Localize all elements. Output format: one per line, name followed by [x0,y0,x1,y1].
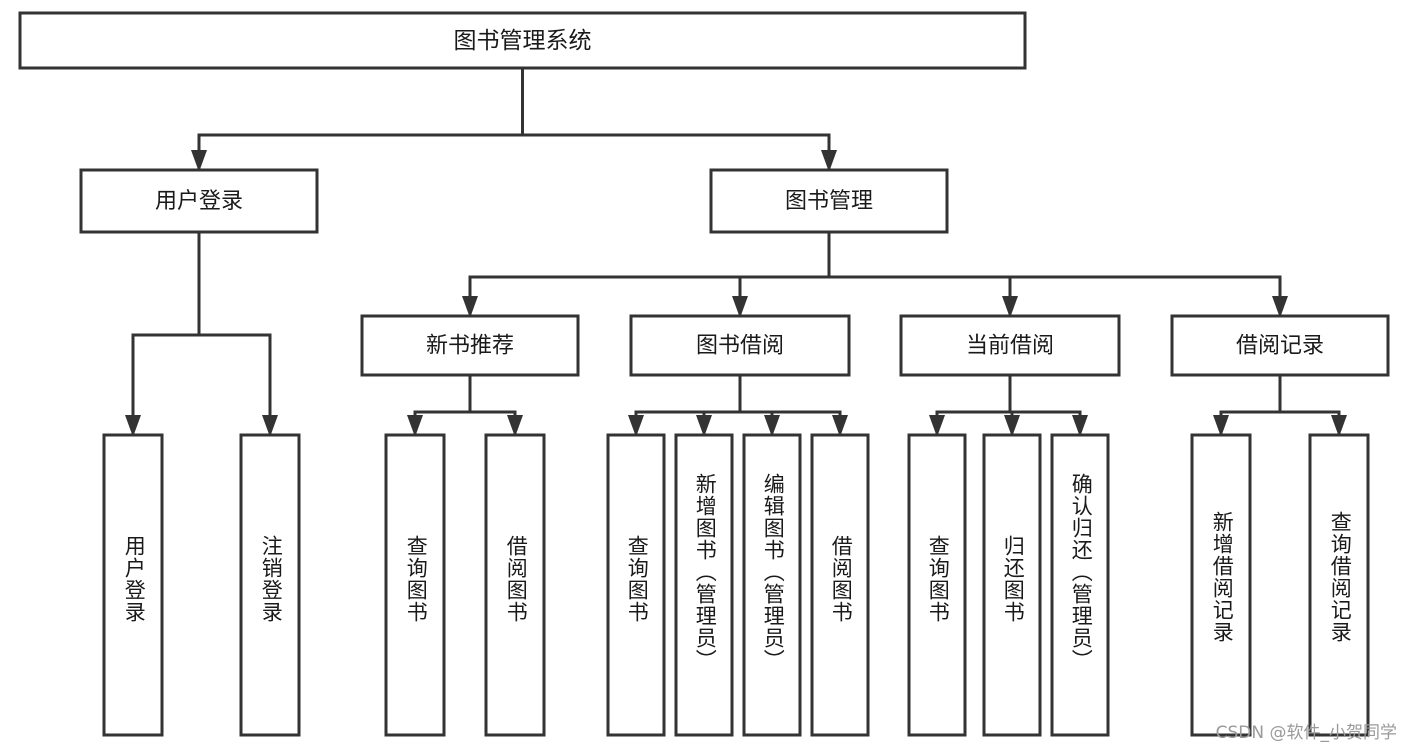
arrow-head-icon-leaf-user-logout [262,415,278,437]
node-boxes-layer [18,11,1390,737]
arrow-head-icon-leaf-query-record [1331,415,1347,437]
node-box-leaf-user-logout[interactable] [239,433,301,737]
node-label-user-login: 用户登录 [155,189,243,214]
node-box-leaf-query-book-2[interactable] [606,433,666,737]
arrow-head-icon-leaf-add-book [696,415,712,437]
watermark-text: CSDN @软件_小贺同学 [1215,723,1397,743]
node-box-leaf-query-book-3[interactable] [907,433,967,737]
node-label-current-borrow: 当前借阅 [966,334,1054,359]
arrow-head-icon-current-borrow [1002,296,1018,318]
node-box-leaf-borrow-book-2[interactable] [810,433,870,737]
node-label-new-book-rec: 新书推荐 [426,334,514,359]
arrow-head-icon-leaf-return-book [1004,415,1020,437]
arrow-head-icon-book-manage [821,150,837,172]
node-box-leaf-edit-book[interactable] [742,433,802,737]
node-box-leaf-user-login[interactable] [102,433,164,737]
node-box-leaf-query-record[interactable] [1308,433,1370,737]
arrow-head-icon-book-borrow [732,296,748,318]
node-box-new-book-rec[interactable] [360,314,580,377]
node-box-borrow-record[interactable] [1170,314,1390,377]
node-box-book-manage[interactable] [709,168,949,234]
arrow-head-icon-new-book-rec [462,296,478,318]
node-box-current-borrow[interactable] [899,314,1121,377]
arrow-head-icon-user-login [191,150,207,172]
arrow-head-icon-leaf-query-book-1 [407,415,423,437]
arrow-head-icon-leaf-add-record [1213,415,1229,437]
arrow-head-icon-leaf-edit-book [764,415,780,437]
node-label-root: 图书管理系统 [454,28,592,54]
node-box-leaf-return-book[interactable] [982,433,1042,737]
node-box-leaf-confirm-return[interactable] [1050,433,1110,737]
arrow-head-icon-leaf-query-book-2 [628,415,644,437]
node-box-leaf-borrow-book-1[interactable] [484,433,546,737]
arrow-head-icon-leaf-user-login [125,415,141,437]
arrow-head-icon-leaf-query-book-3 [929,415,945,437]
node-box-leaf-add-book[interactable] [674,433,734,737]
arrow-head-icon-leaf-borrow-book-2 [832,415,848,437]
arrow-head-icon-leaf-confirm-return [1072,415,1088,437]
node-label-book-manage: 图书管理 [785,189,873,214]
node-box-leaf-add-record[interactable] [1190,433,1252,737]
node-box-leaf-query-book-1[interactable] [384,433,446,737]
arrow-head-icon-leaf-borrow-book-1 [507,415,523,437]
node-label-borrow-record: 借阅记录 [1236,334,1324,359]
arrow-head-icon-borrow-record [1272,296,1288,318]
node-box-root[interactable] [18,11,1027,70]
node-label-book-borrow: 图书借阅 [696,334,784,359]
node-box-user-login[interactable] [79,168,319,234]
connectors-layer [125,66,1347,437]
node-box-book-borrow[interactable] [629,314,851,377]
